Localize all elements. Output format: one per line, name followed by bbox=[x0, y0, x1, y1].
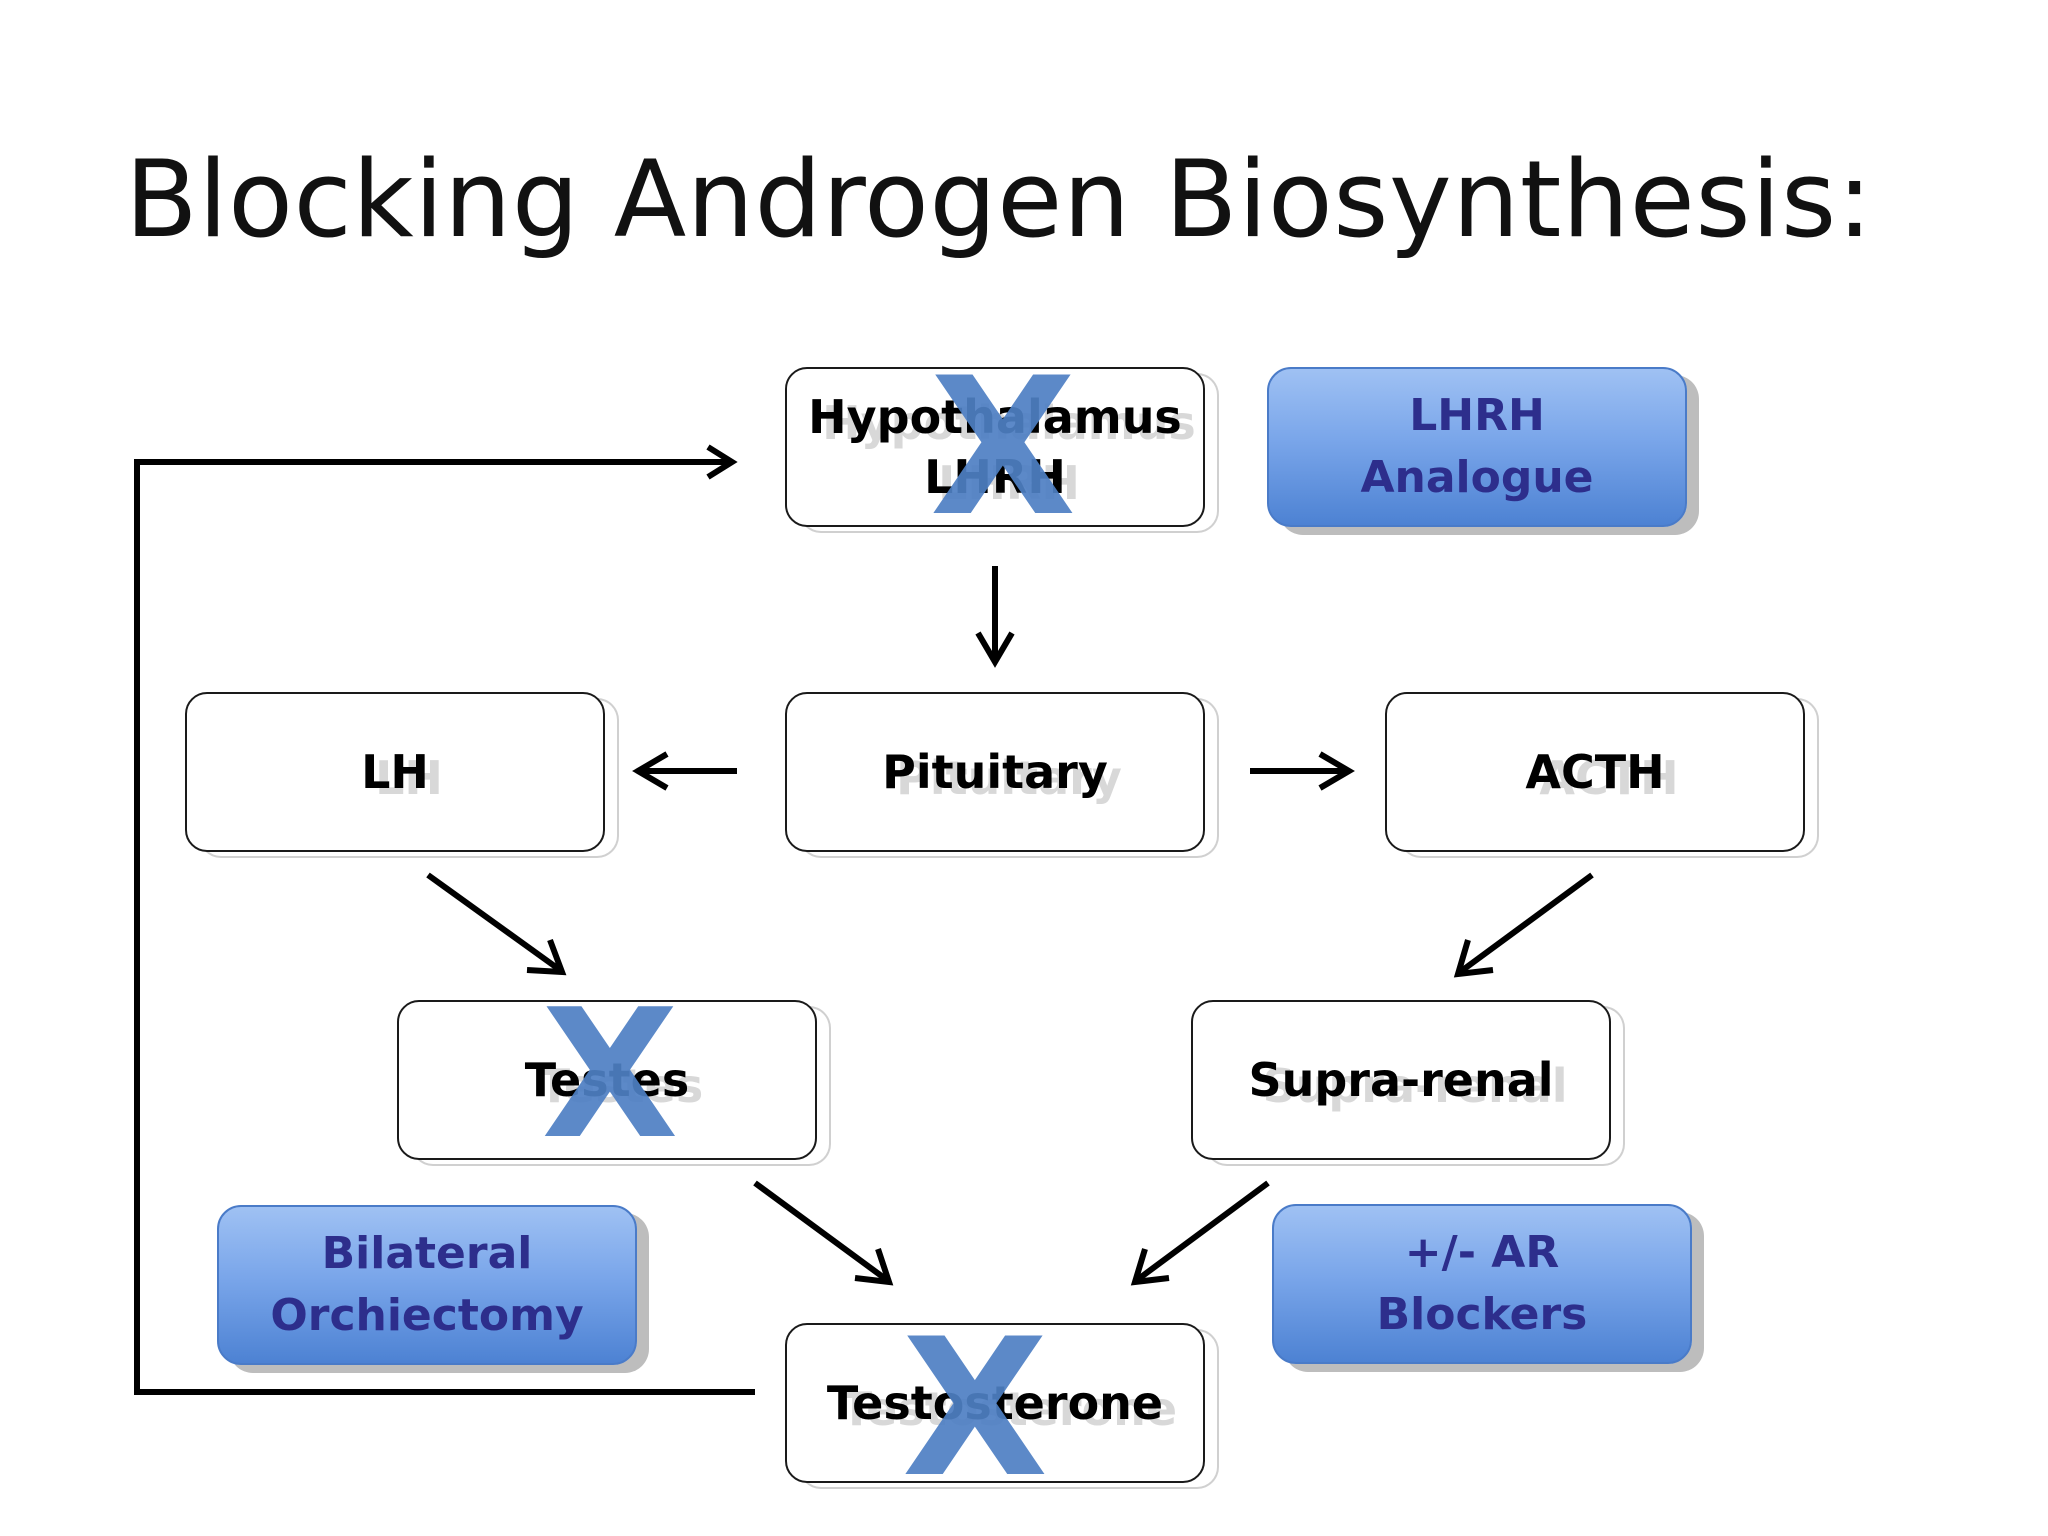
feedback-loop-line bbox=[134, 459, 755, 1395]
arrow-testes-testosterone bbox=[753, 1180, 889, 1283]
lhrh-analogue-box: LHRH Analogue bbox=[1267, 367, 1687, 527]
arrow-suprarenal-testosterone bbox=[1135, 1180, 1270, 1283]
testes-label: Testes bbox=[524, 1053, 690, 1107]
bilateral-orchiectomy-box: Bilateral Orchiectomy bbox=[217, 1205, 637, 1365]
lh-node: LH bbox=[185, 692, 605, 852]
lhrh-analogue-line1: LHRH bbox=[1409, 390, 1545, 441]
testosterone-node: Testosterone bbox=[785, 1323, 1205, 1483]
suprarenal-node: Supra-renal bbox=[1191, 1000, 1611, 1160]
ar-blockers-line2: Blockers bbox=[1376, 1289, 1588, 1340]
hypothalamus-node: Hypothalamus LHRH bbox=[785, 367, 1205, 527]
orchiectomy-line2: Orchiectomy bbox=[270, 1290, 584, 1341]
slide-title: Blocking Androgen Biosynthesis: bbox=[125, 138, 1873, 261]
testes-node: Testes bbox=[397, 1000, 817, 1160]
lhrh-analogue-line2: Analogue bbox=[1360, 452, 1594, 503]
block-x-hypothalamus-icon: X bbox=[929, 336, 1077, 558]
acth-label: ACTH bbox=[1525, 745, 1665, 799]
block-x-testes-icon: X bbox=[541, 970, 679, 1178]
suprarenal-label: Supra-renal bbox=[1248, 1053, 1554, 1107]
acth-node: ACTH bbox=[1385, 692, 1805, 852]
arrow-lh-testes bbox=[426, 872, 562, 973]
pituitary-node: Pituitary bbox=[785, 692, 1205, 852]
lhrh-label: LHRH bbox=[924, 450, 1066, 504]
orchiectomy-line1: Bilateral bbox=[321, 1228, 533, 1279]
hypothalamus-label: Hypothalamus bbox=[808, 390, 1182, 444]
feedback-arrowhead bbox=[706, 444, 738, 480]
block-x-testosterone-icon: X bbox=[901, 1297, 1049, 1519]
ar-blockers-box: +/- AR Blockers bbox=[1272, 1204, 1692, 1364]
lh-label: LH bbox=[361, 745, 429, 799]
arrow-acth-suprarenal bbox=[1458, 872, 1594, 975]
pituitary-label: Pituitary bbox=[882, 745, 1108, 799]
ar-blockers-line1: +/- AR bbox=[1404, 1227, 1560, 1278]
testosterone-label: Testosterone bbox=[826, 1376, 1164, 1430]
